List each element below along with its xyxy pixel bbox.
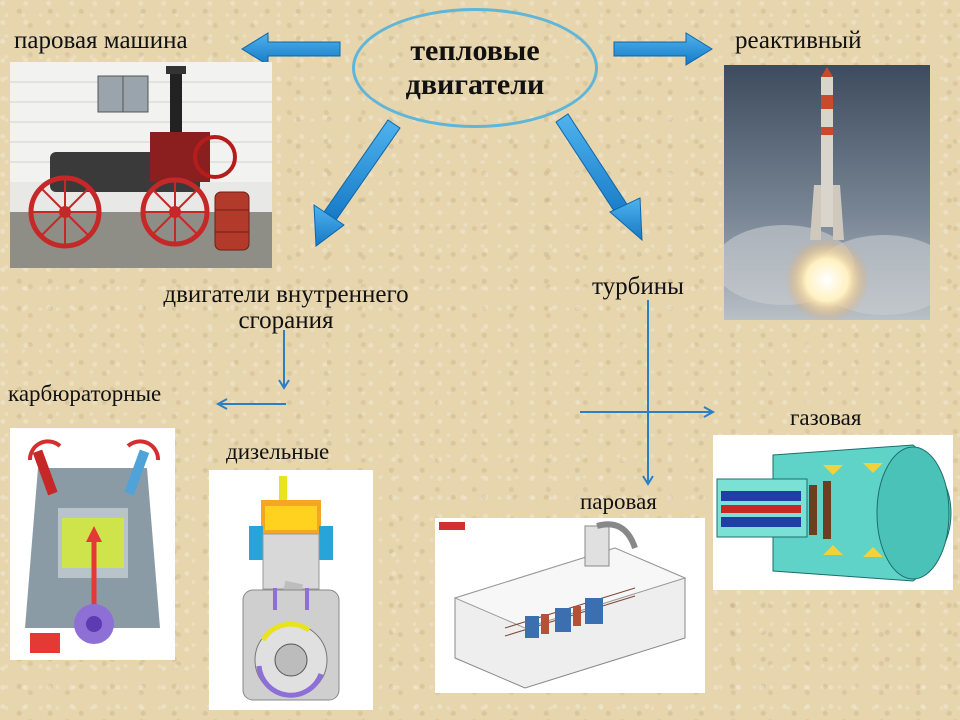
rocket-image	[724, 65, 930, 320]
thin-arrow-to-carburetor	[215, 398, 286, 410]
thin-arrow-to-gas	[580, 406, 716, 418]
carb-red-arrows	[27, 439, 161, 461]
arrow-to-turbines	[555, 113, 643, 242]
steam-turbine-image	[435, 518, 705, 693]
label-gas-turbine: газовая	[790, 405, 862, 430]
label-jet: реактивный	[735, 27, 862, 54]
center-title-line2: двигатели	[405, 68, 545, 101]
gas-turbine-image	[713, 435, 953, 590]
steam-machine-image	[10, 62, 272, 268]
thin-arrow-ice-down	[278, 330, 290, 390]
arrow-to-steam-machine	[241, 32, 341, 66]
label-steam-turbine: паровая	[580, 489, 657, 514]
center-node: тепловые двигатели	[352, 8, 598, 128]
label-ice-line1: двигатели внутреннего	[163, 281, 409, 308]
label-steam-machine: паровая машина	[14, 27, 188, 54]
label-turbines: турбины	[592, 273, 684, 300]
thin-arrow-turbines-down	[642, 300, 654, 486]
label-carburetor: карбюраторные	[8, 381, 162, 406]
arrow-to-ice	[313, 119, 401, 247]
label-ice: двигатели внутреннего сгорания	[128, 281, 444, 335]
center-title-line1: тепловые	[410, 34, 540, 68]
label-ice-line2: сгорания	[238, 307, 334, 335]
diesel-engine-image	[209, 470, 373, 710]
arrow-to-jet	[613, 32, 713, 66]
carburetor-engine-image	[10, 428, 175, 660]
label-diesel: дизельные	[226, 439, 330, 464]
